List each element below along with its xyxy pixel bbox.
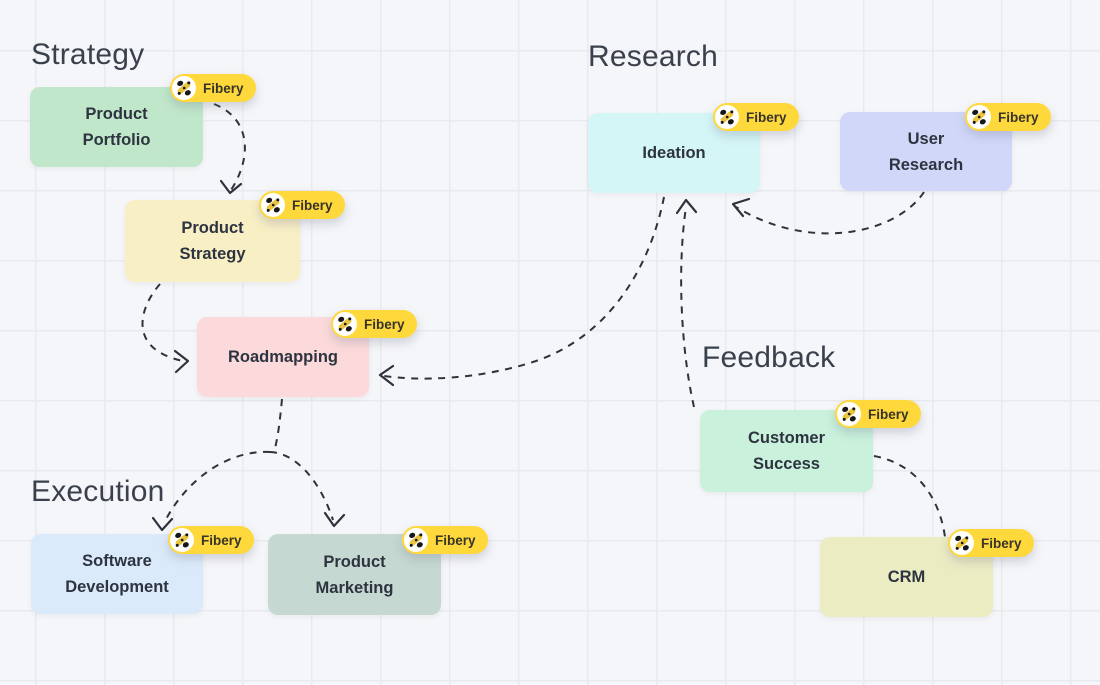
node-ideation[interactable]: Ideation bbox=[588, 113, 760, 193]
node-label-line: Software bbox=[82, 552, 152, 570]
node-label-line: Ideation bbox=[642, 144, 706, 162]
badge-label: Fibery bbox=[201, 532, 242, 548]
node-label-line: Research bbox=[888, 155, 964, 174]
badge-label: Fibery bbox=[981, 535, 1022, 551]
section-heading-research: Research bbox=[588, 40, 718, 73]
fibery-badge-crm[interactable]: Fibery bbox=[948, 529, 1034, 557]
node-label-line: Marketing bbox=[315, 578, 394, 597]
fibery-logo-icon bbox=[261, 193, 285, 217]
fibery-badge-user-research[interactable]: Fibery bbox=[965, 103, 1051, 131]
badge-label: Fibery bbox=[203, 80, 244, 96]
badge-label: Fibery bbox=[435, 532, 476, 548]
badge-label: Fibery bbox=[998, 109, 1039, 125]
node-label-line: Roadmapping bbox=[228, 348, 338, 366]
fibery-logo-icon bbox=[172, 76, 196, 100]
fibery-badge-product-strategy[interactable]: Fibery bbox=[259, 191, 345, 219]
badge-label: Fibery bbox=[746, 109, 787, 125]
fibery-logo-icon bbox=[404, 528, 428, 552]
section-heading-execution: Execution bbox=[31, 475, 165, 508]
fibery-badge-software-development[interactable]: Fibery bbox=[168, 526, 254, 554]
fibery-badge-product-portfolio[interactable]: Fibery bbox=[170, 74, 256, 102]
fibery-badge-roadmapping[interactable]: Fibery bbox=[331, 310, 417, 338]
node-label-line: Strategy bbox=[179, 245, 246, 263]
badge-label: Fibery bbox=[292, 197, 333, 213]
node-label-line: CRM bbox=[887, 568, 926, 586]
fibery-logo-icon bbox=[333, 312, 357, 336]
node-label-line: Product bbox=[181, 219, 244, 237]
node-label-line: User bbox=[907, 129, 945, 148]
fibery-logo-icon bbox=[170, 528, 194, 552]
fibery-logo-icon bbox=[950, 531, 974, 555]
node-label-line: Portfolio bbox=[82, 131, 151, 149]
fibery-logo-icon bbox=[837, 402, 861, 426]
node-label-line: Product bbox=[85, 105, 148, 123]
section-heading-strategy: Strategy bbox=[31, 38, 145, 71]
fibery-badge-ideation[interactable]: Fibery bbox=[713, 103, 799, 131]
fibery-badge-product-marketing[interactable]: Fibery bbox=[402, 526, 488, 554]
fibery-logo-icon bbox=[715, 105, 739, 129]
section-heading-feedback: Feedback bbox=[702, 341, 836, 374]
node-label-line: Development bbox=[65, 578, 169, 596]
badge-label: Fibery bbox=[364, 316, 405, 332]
node-label-line: Product bbox=[323, 552, 386, 571]
node-label-line: Success bbox=[753, 455, 820, 473]
node-label-line: Customer bbox=[747, 429, 825, 447]
badge-label: Fibery bbox=[868, 406, 909, 422]
fibery-logo-icon bbox=[967, 105, 991, 129]
fibery-badge-customer-success[interactable]: Fibery bbox=[835, 400, 921, 428]
